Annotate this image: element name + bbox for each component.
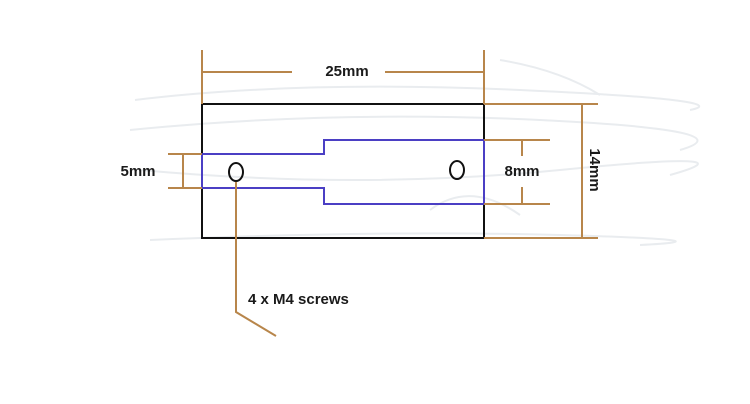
screw-callout-leader (235, 182, 277, 337)
width-label: 25mm (325, 63, 368, 80)
height-label: 14mm (586, 148, 603, 191)
screw-hole-left (228, 162, 244, 182)
screw-callout-label: 4 x M4 screws (248, 291, 349, 308)
bracket-body (201, 103, 485, 239)
left-slot-label: 5mm (120, 163, 155, 180)
height-dimension (484, 103, 598, 239)
left-slot-dimension (168, 153, 202, 189)
right-slot-label: 8mm (504, 163, 539, 180)
width-dimension (201, 50, 485, 104)
watermark (129, 59, 701, 246)
screw-hole-right (449, 160, 465, 180)
right-slot-dimension (484, 139, 550, 205)
slot-outline (201, 139, 485, 205)
